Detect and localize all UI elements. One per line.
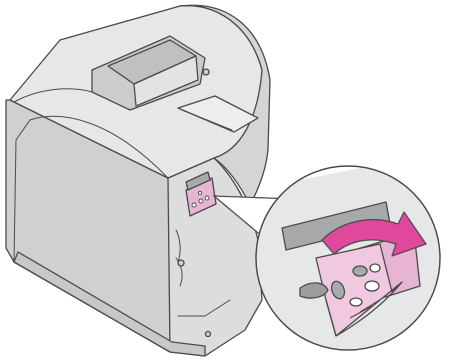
door-button — [178, 260, 184, 266]
tray-handle — [206, 332, 211, 337]
magnifier-callout-icon — [250, 150, 450, 360]
printer-icon — [6, 5, 270, 356]
tray-latch — [203, 69, 209, 75]
